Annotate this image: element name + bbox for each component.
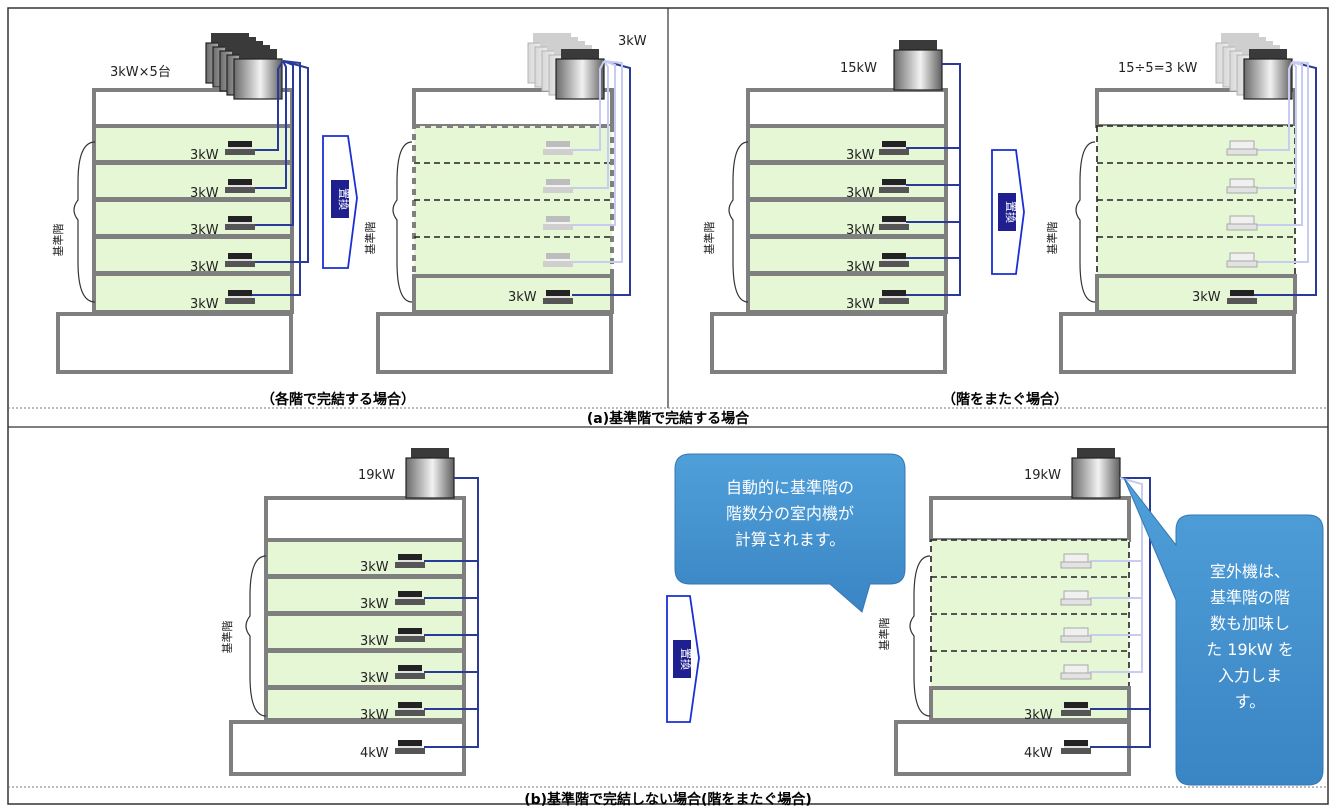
outdoor-label: 15kW: [840, 61, 877, 76]
floor-group-label: 基準階: [702, 222, 716, 255]
floor-brace: [1075, 141, 1096, 303]
indoor-label: 3kW: [360, 560, 389, 575]
pipes-a-left-before: [252, 60, 309, 296]
callout-right-line: 基準階の階: [1210, 588, 1290, 607]
indoor-label: 3kW: [360, 671, 389, 686]
callout-right-line: 入力しま: [1218, 666, 1282, 685]
pipes-a-right-before: [906, 63, 961, 296]
indoor-label: 3kW: [1192, 290, 1221, 305]
indoor-label: 3kW: [190, 260, 219, 275]
section-b-title: (b)基準階で完結しない場合(階をまたぐ場合): [524, 791, 812, 808]
panel-a-right: 15kW 3kW 3kW 3kW 3kW 3kW 基準階 置換: [702, 32, 1317, 408]
outdoor-label: 3kW×5台: [110, 65, 171, 80]
outdoor-unit: [893, 39, 943, 91]
outdoor-label: 15÷5=3 kW: [1118, 61, 1198, 76]
floor-group-label: 基準階: [363, 222, 377, 255]
replace-arrow: 置換: [991, 149, 1025, 275]
outdoor-label: 19kW: [1024, 468, 1061, 483]
ground-label: 4kW: [360, 746, 389, 761]
replace-label: 置換: [337, 188, 350, 210]
pipes-b-after: [1090, 477, 1151, 748]
floor-brace: [909, 555, 931, 717]
table-frame: [7, 7, 1329, 805]
building-before-a-right: [710, 88, 948, 374]
outdoor-unit: [405, 447, 455, 499]
outdoor-label: 19kW: [358, 468, 395, 483]
replace-label: 置換: [1004, 201, 1017, 223]
indoor-label: 3kW: [190, 186, 219, 201]
callout-right-line: す。: [1235, 692, 1265, 711]
floor-group-label: 基準階: [51, 224, 65, 257]
ground-label: 4kW: [1024, 746, 1053, 761]
indoor-label: 3kW: [360, 634, 389, 649]
indoor-label: 3kW: [846, 148, 875, 163]
callout-left-line: 計算されます。: [735, 530, 845, 549]
indoor-label: 3kW: [846, 223, 875, 238]
building-after-a-left: [376, 88, 614, 374]
indoor-label: 3kW: [846, 186, 875, 201]
floor-brace: [245, 555, 267, 717]
floor-brace: [392, 141, 413, 303]
building-after-a-right: [1059, 88, 1297, 374]
floor-group-label: 基準階: [1045, 222, 1059, 255]
callout-right: 室外機は、 基準階の階 数も加味し た 19kW を 入力しま す。: [1123, 477, 1324, 786]
section-a-title: (a)基準階で完結する場合: [587, 410, 750, 427]
indoor-label: 3kW: [1024, 708, 1053, 723]
floor-brace: [728, 141, 749, 303]
replace-label: 置換: [679, 648, 692, 670]
replace-arrow: 置換: [322, 135, 358, 269]
indoor-label: 3kW: [360, 708, 389, 723]
floor-brace: [73, 141, 96, 303]
pipes-a-right-after: [1254, 61, 1317, 296]
caption-a-left: （各階で完結する場合）: [261, 391, 415, 408]
outdoor-unit: [1071, 447, 1121, 499]
indoor-label: 3kW: [846, 297, 875, 312]
caption-a-right: （階をまたぐ場合）: [942, 391, 1068, 408]
indoor-label: 3kW: [190, 223, 219, 238]
indoor-label: 3kW: [190, 297, 219, 312]
pipes-a-left-after: [572, 60, 631, 296]
callout-left-line: 階数分の室内機が: [726, 504, 854, 523]
pipes-b-before: [424, 477, 479, 748]
floor-group-label: 基準階: [220, 621, 234, 654]
callout-right-line: 数も加味し: [1210, 614, 1290, 633]
floor-group-label: 基準階: [877, 618, 891, 651]
indoor-label: 3kW: [360, 597, 389, 612]
indoor-label: 3kW: [846, 260, 875, 275]
replace-arrow: 置換: [666, 595, 700, 723]
callout-left: 自動的に基準階の 階数分の室内機が 計算されます。: [674, 453, 906, 613]
callout-right-line: 室外機は、: [1210, 562, 1290, 581]
building-before-a-left: [56, 88, 294, 374]
panel-b: 19kW 3kW 3kW 3kW 3kW 3kW 4kW 基準階 置換 自動的に…: [220, 447, 1324, 786]
panel-a-left: 3kW×5台 3kW 3kW 3kW 3kW 3kW 基準階 置換: [51, 32, 647, 408]
outdoor-label: 3kW: [618, 34, 647, 49]
indoor-label: 3kW: [508, 290, 537, 305]
callout-left-line: 自動的に基準階の: [726, 478, 854, 497]
callout-right-line: た 19kW を: [1206, 640, 1294, 659]
indoor-label: 3kW: [190, 148, 219, 163]
